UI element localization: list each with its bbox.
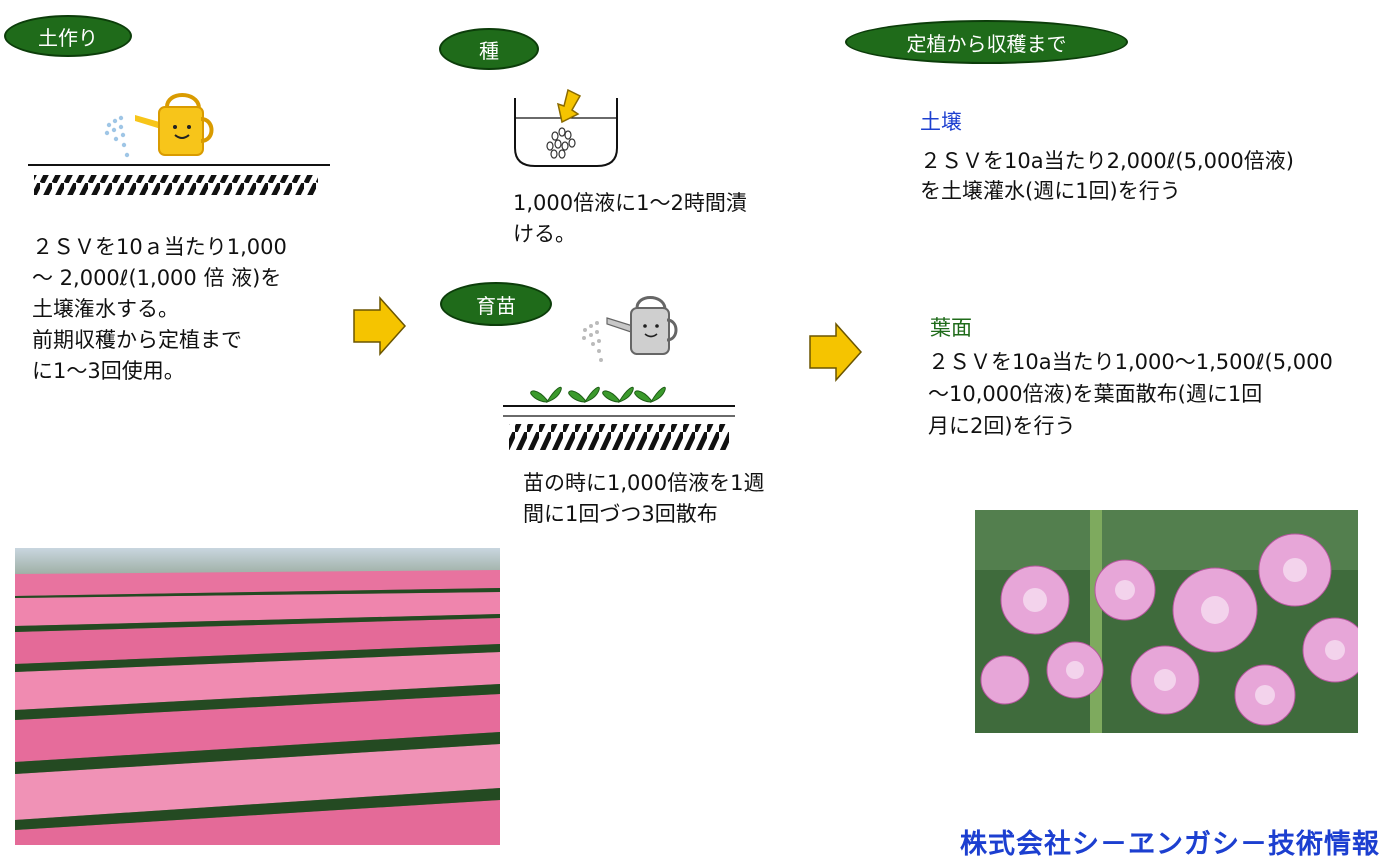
watering-can-icon [582, 296, 678, 362]
soil-heading: 土壌 [920, 110, 962, 134]
seed-text: 1,000倍液に1～2時間漬 ける。 [513, 191, 747, 246]
label-seed: 種 [439, 28, 539, 70]
label-planting-to-harvest: 定植から収穫まで [845, 20, 1128, 64]
seed-container-icon [514, 88, 618, 167]
chrysanthemum-field-photo [15, 548, 500, 845]
ground-hatch-icon [28, 164, 330, 195]
seedling-text: 苗の時に1,000倍液を1週 間に1回づつ3回散布 [523, 471, 765, 526]
company-footer-text: 株式会社シ－ヱンガシ－技術情報 [960, 829, 1380, 860]
soil-prep-text: ２ＳＶを10ａ当たり1,000 ～ 2,000ℓ(1,000 倍 液)を 土壌潅… [32, 235, 287, 383]
arrow-right-icon [809, 322, 863, 382]
soil-text: ２ＳＶを10a当たり2,000ℓ(5,000倍液) を土壌灌水(週に1回)を行う [920, 149, 1294, 203]
arrow-right-icon [353, 296, 407, 356]
watering-can-icon [104, 93, 214, 158]
label-soil-prep: 土作り [4, 15, 132, 57]
foliar-text: ２ＳＶを10a当たり1,000～1,500ℓ(5,000 ～10,000倍液)を… [928, 350, 1333, 438]
seedling-ground-icon [503, 386, 735, 450]
chrysanthemum-closeup-photo [975, 510, 1358, 733]
label-seedling: 育苗 [440, 282, 552, 326]
foliar-heading: 葉面 [930, 316, 972, 340]
